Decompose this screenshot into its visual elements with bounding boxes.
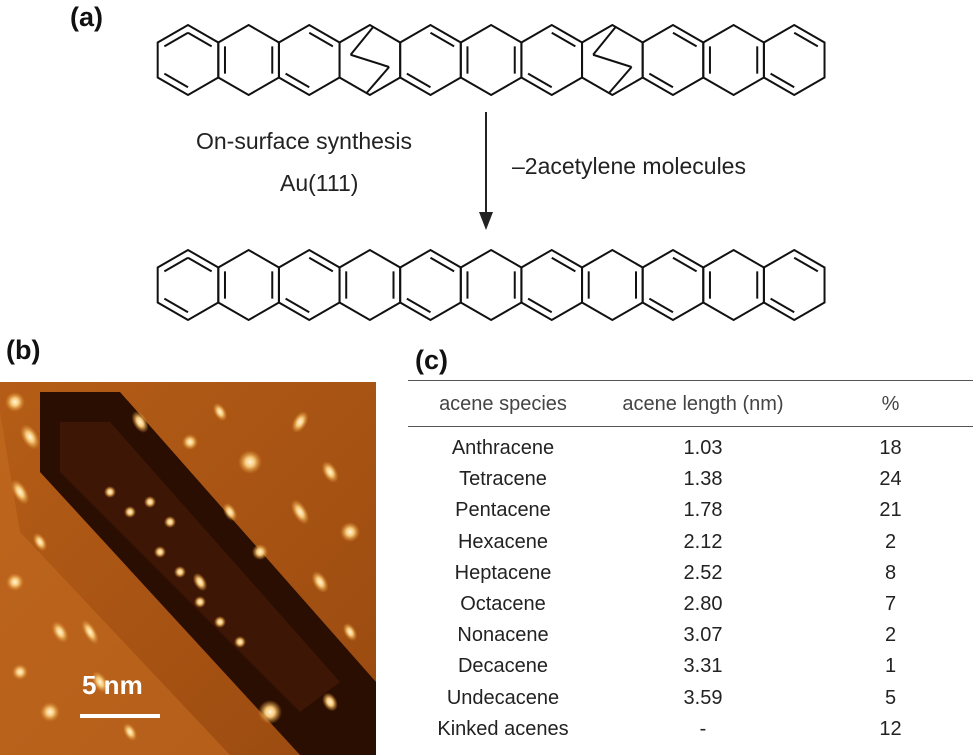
- header-species: acene species: [408, 380, 598, 427]
- cell-percent: 2: [884, 624, 897, 647]
- cell-length: 3.07: [683, 624, 723, 647]
- table-row: Tetracene 1.38 24: [408, 464, 973, 495]
- cell-species: Nonacene: [457, 624, 549, 647]
- cell-percent: 7: [884, 593, 897, 616]
- cell-length: 2.80: [683, 593, 723, 616]
- ring: [702, 23, 765, 97]
- table-header-row: acene species acene length (nm) %: [408, 380, 973, 427]
- panel-label-b: (b): [6, 335, 41, 365]
- header-percent: %: [808, 380, 973, 427]
- cell-species: Kinked acenes: [437, 717, 569, 740]
- ring: [641, 248, 705, 322]
- cell-percent: 2: [884, 530, 897, 553]
- ring: [520, 248, 584, 322]
- cell-length: 1.78: [683, 499, 723, 522]
- ring: [641, 23, 705, 97]
- table-row: Hexacene 2.12 2: [408, 527, 973, 558]
- ring: [581, 248, 644, 322]
- ring: [399, 248, 462, 322]
- cell-percent: 21: [879, 499, 902, 522]
- table-row: Octacene 2.80 7: [408, 589, 973, 620]
- cell-percent: 24: [879, 468, 902, 491]
- cell-length: -: [699, 717, 707, 740]
- cell-species: Anthracene: [451, 437, 555, 460]
- cell-length: 3.59: [683, 686, 723, 709]
- reaction-arrow: [479, 112, 493, 230]
- header-length: acene length (nm): [598, 380, 808, 427]
- panel-label-c: (c): [415, 345, 448, 375]
- acene-table: acene species acene length (nm) % Anthra…: [408, 380, 973, 745]
- cell-species: Undecacene: [446, 686, 560, 709]
- cell-species: Hexacene: [457, 530, 549, 553]
- scale-bar-label: 5 nm: [82, 670, 143, 700]
- cell-percent: 1: [884, 655, 897, 678]
- table-row: Decacene 3.31 1: [408, 651, 973, 682]
- ring: [399, 23, 462, 97]
- etheno-bridge: [349, 26, 390, 94]
- ring: [217, 23, 280, 97]
- condition-line2: Au(111): [280, 170, 359, 196]
- ring: [702, 248, 765, 322]
- table-row: Undecacene 3.59 5: [408, 683, 973, 714]
- byproduct-label: –2acetylene molecules: [512, 153, 746, 179]
- ring: [520, 23, 584, 97]
- cell-species: Pentacene: [455, 499, 551, 522]
- cell-length: 2.52: [683, 561, 723, 584]
- ring: [762, 23, 826, 97]
- ring: [277, 248, 341, 322]
- etheno-bridge: [592, 26, 633, 94]
- cell-length: 1.38: [683, 468, 723, 491]
- stm-image: 5 nm: [0, 382, 376, 755]
- table-row: Pentacene 1.78 21: [408, 495, 973, 526]
- cell-species: Tetracene: [459, 468, 547, 491]
- cell-species: Heptacene: [454, 561, 552, 584]
- cell-percent: 18: [879, 437, 902, 460]
- cell-species: Octacene: [460, 593, 546, 616]
- ring: [217, 248, 280, 322]
- table-row: Kinked acenes - 12: [408, 714, 973, 745]
- precursor-structure: [156, 23, 826, 97]
- panel-label-a: (a): [70, 2, 103, 32]
- ring: [156, 23, 220, 97]
- ring: [459, 248, 523, 322]
- ring: [156, 248, 220, 322]
- cell-length: 3.31: [683, 655, 723, 678]
- condition-line1: On-surface synthesis: [196, 128, 413, 154]
- cell-length: 1.03: [683, 437, 723, 460]
- ring: [338, 248, 402, 322]
- table-row: Anthracene 1.03 18: [408, 427, 973, 465]
- cell-percent: 5: [884, 686, 897, 709]
- cell-length: 2.12: [683, 530, 723, 553]
- table-row: Nonacene 3.07 2: [408, 620, 973, 651]
- ring: [762, 248, 826, 322]
- cell-percent: 12: [879, 717, 902, 740]
- undecacene-structure: [156, 248, 826, 322]
- ring: [459, 23, 523, 97]
- table-row: Heptacene 2.52 8: [408, 558, 973, 589]
- cell-species: Decacene: [457, 655, 549, 678]
- cell-percent: 8: [884, 561, 897, 584]
- ring: [277, 23, 341, 97]
